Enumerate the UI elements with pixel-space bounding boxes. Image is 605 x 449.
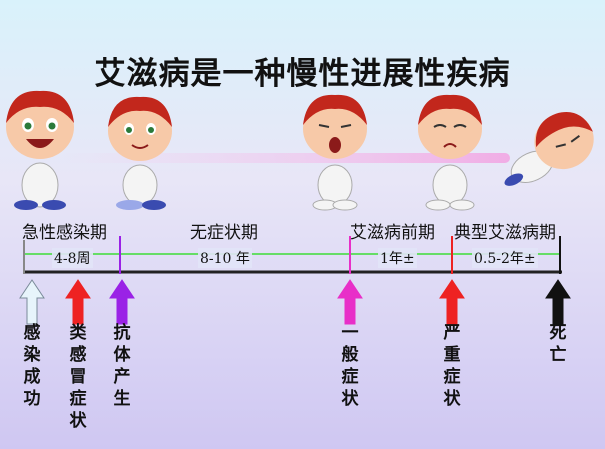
event-infection: 感染成功	[23, 323, 41, 409]
event-arrows	[19, 279, 571, 325]
arrow-severe-symptoms	[439, 279, 465, 325]
child-figure-laughing	[6, 90, 74, 210]
child-figure-collapsed	[504, 112, 594, 186]
phase-aids: 典型艾滋病期	[454, 223, 556, 243]
arrow-flu-symptoms	[65, 279, 91, 325]
arrow-antibody	[109, 279, 135, 325]
phase-pre-aids: 艾滋病前期	[350, 223, 435, 243]
arrow-death	[545, 279, 571, 325]
arrow-infection	[19, 279, 45, 325]
phase-asymptomatic: 无症状期	[190, 223, 258, 243]
timeline	[23, 236, 562, 274]
event-flu-symptoms: 类感冒症状	[69, 323, 87, 431]
child-figure-coughing	[303, 94, 367, 211]
child-figure-running	[108, 96, 172, 210]
event-severe-symptoms: 严重症状	[443, 323, 461, 409]
motion-trail	[60, 153, 510, 163]
event-general-symptoms: 一般症状	[341, 323, 359, 409]
arrow-general-symptoms	[337, 279, 363, 325]
duration-aids: 0.5-2年±	[472, 248, 538, 268]
figures-illustration	[6, 90, 594, 211]
child-figure-sick	[418, 94, 482, 211]
phase-acute: 急性感染期	[22, 223, 107, 243]
event-antibody: 抗体产生	[113, 323, 131, 409]
diagram-title: 艾滋病是一种慢性进展性疾病	[94, 56, 511, 92]
duration-pre-aids: 1年±	[378, 248, 417, 268]
duration-asymptomatic: 8-10 年	[198, 248, 252, 268]
duration-acute: 4-8周	[52, 248, 93, 268]
event-death: 死亡	[549, 323, 567, 365]
